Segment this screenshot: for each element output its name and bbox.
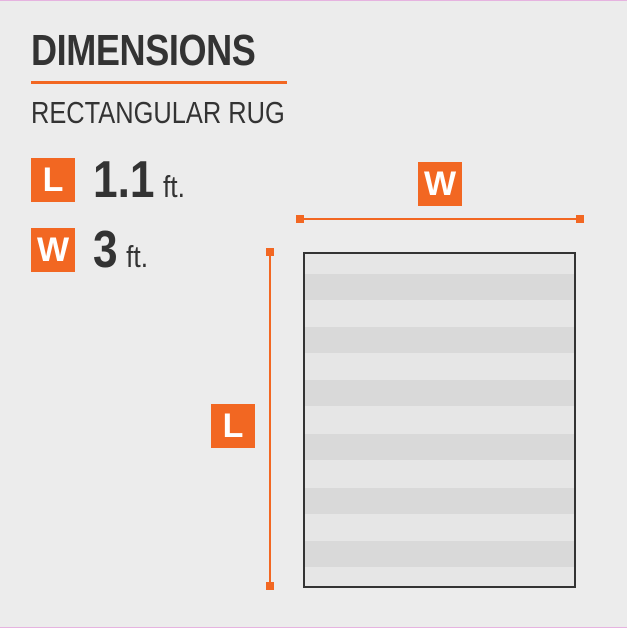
- length-unit: ft.: [162, 169, 185, 204]
- rug-stripe: [305, 488, 574, 514]
- rug-outline: [303, 252, 576, 588]
- width-value: 3: [93, 221, 118, 279]
- width-arrow-start-cap: [296, 215, 304, 223]
- length-arrow: [266, 248, 274, 590]
- page-title: DIMENSIONS: [31, 26, 256, 75]
- rug-fill: [304, 253, 575, 587]
- length-value: 1.1: [93, 151, 155, 209]
- length-badge: L: [31, 158, 75, 202]
- width-badge: W: [31, 228, 75, 272]
- rug-stripe: [305, 274, 574, 300]
- rug-stripe: [305, 327, 574, 353]
- diagram-length-badge: L: [211, 404, 255, 448]
- title-underline: [31, 81, 287, 84]
- length-arrow-start-cap: [266, 248, 274, 256]
- width-arrow: [296, 215, 584, 223]
- page-subtitle: RECTANGULAR RUG: [31, 95, 285, 130]
- length-arrow-end-cap: [266, 582, 274, 590]
- rug-stripe: [305, 380, 574, 406]
- width-arrow-end-cap: [576, 215, 584, 223]
- width-value-group: 3 ft.: [93, 222, 148, 285]
- rug-stripe: [305, 541, 574, 567]
- frame-top-border: [0, 0, 627, 1]
- width-unit: ft.: [126, 239, 149, 274]
- diagram-width-badge: W: [418, 162, 462, 206]
- rug-stripe: [305, 434, 574, 460]
- rug-shape: [303, 252, 576, 588]
- length-value-group: 1.1 ft.: [93, 152, 185, 215]
